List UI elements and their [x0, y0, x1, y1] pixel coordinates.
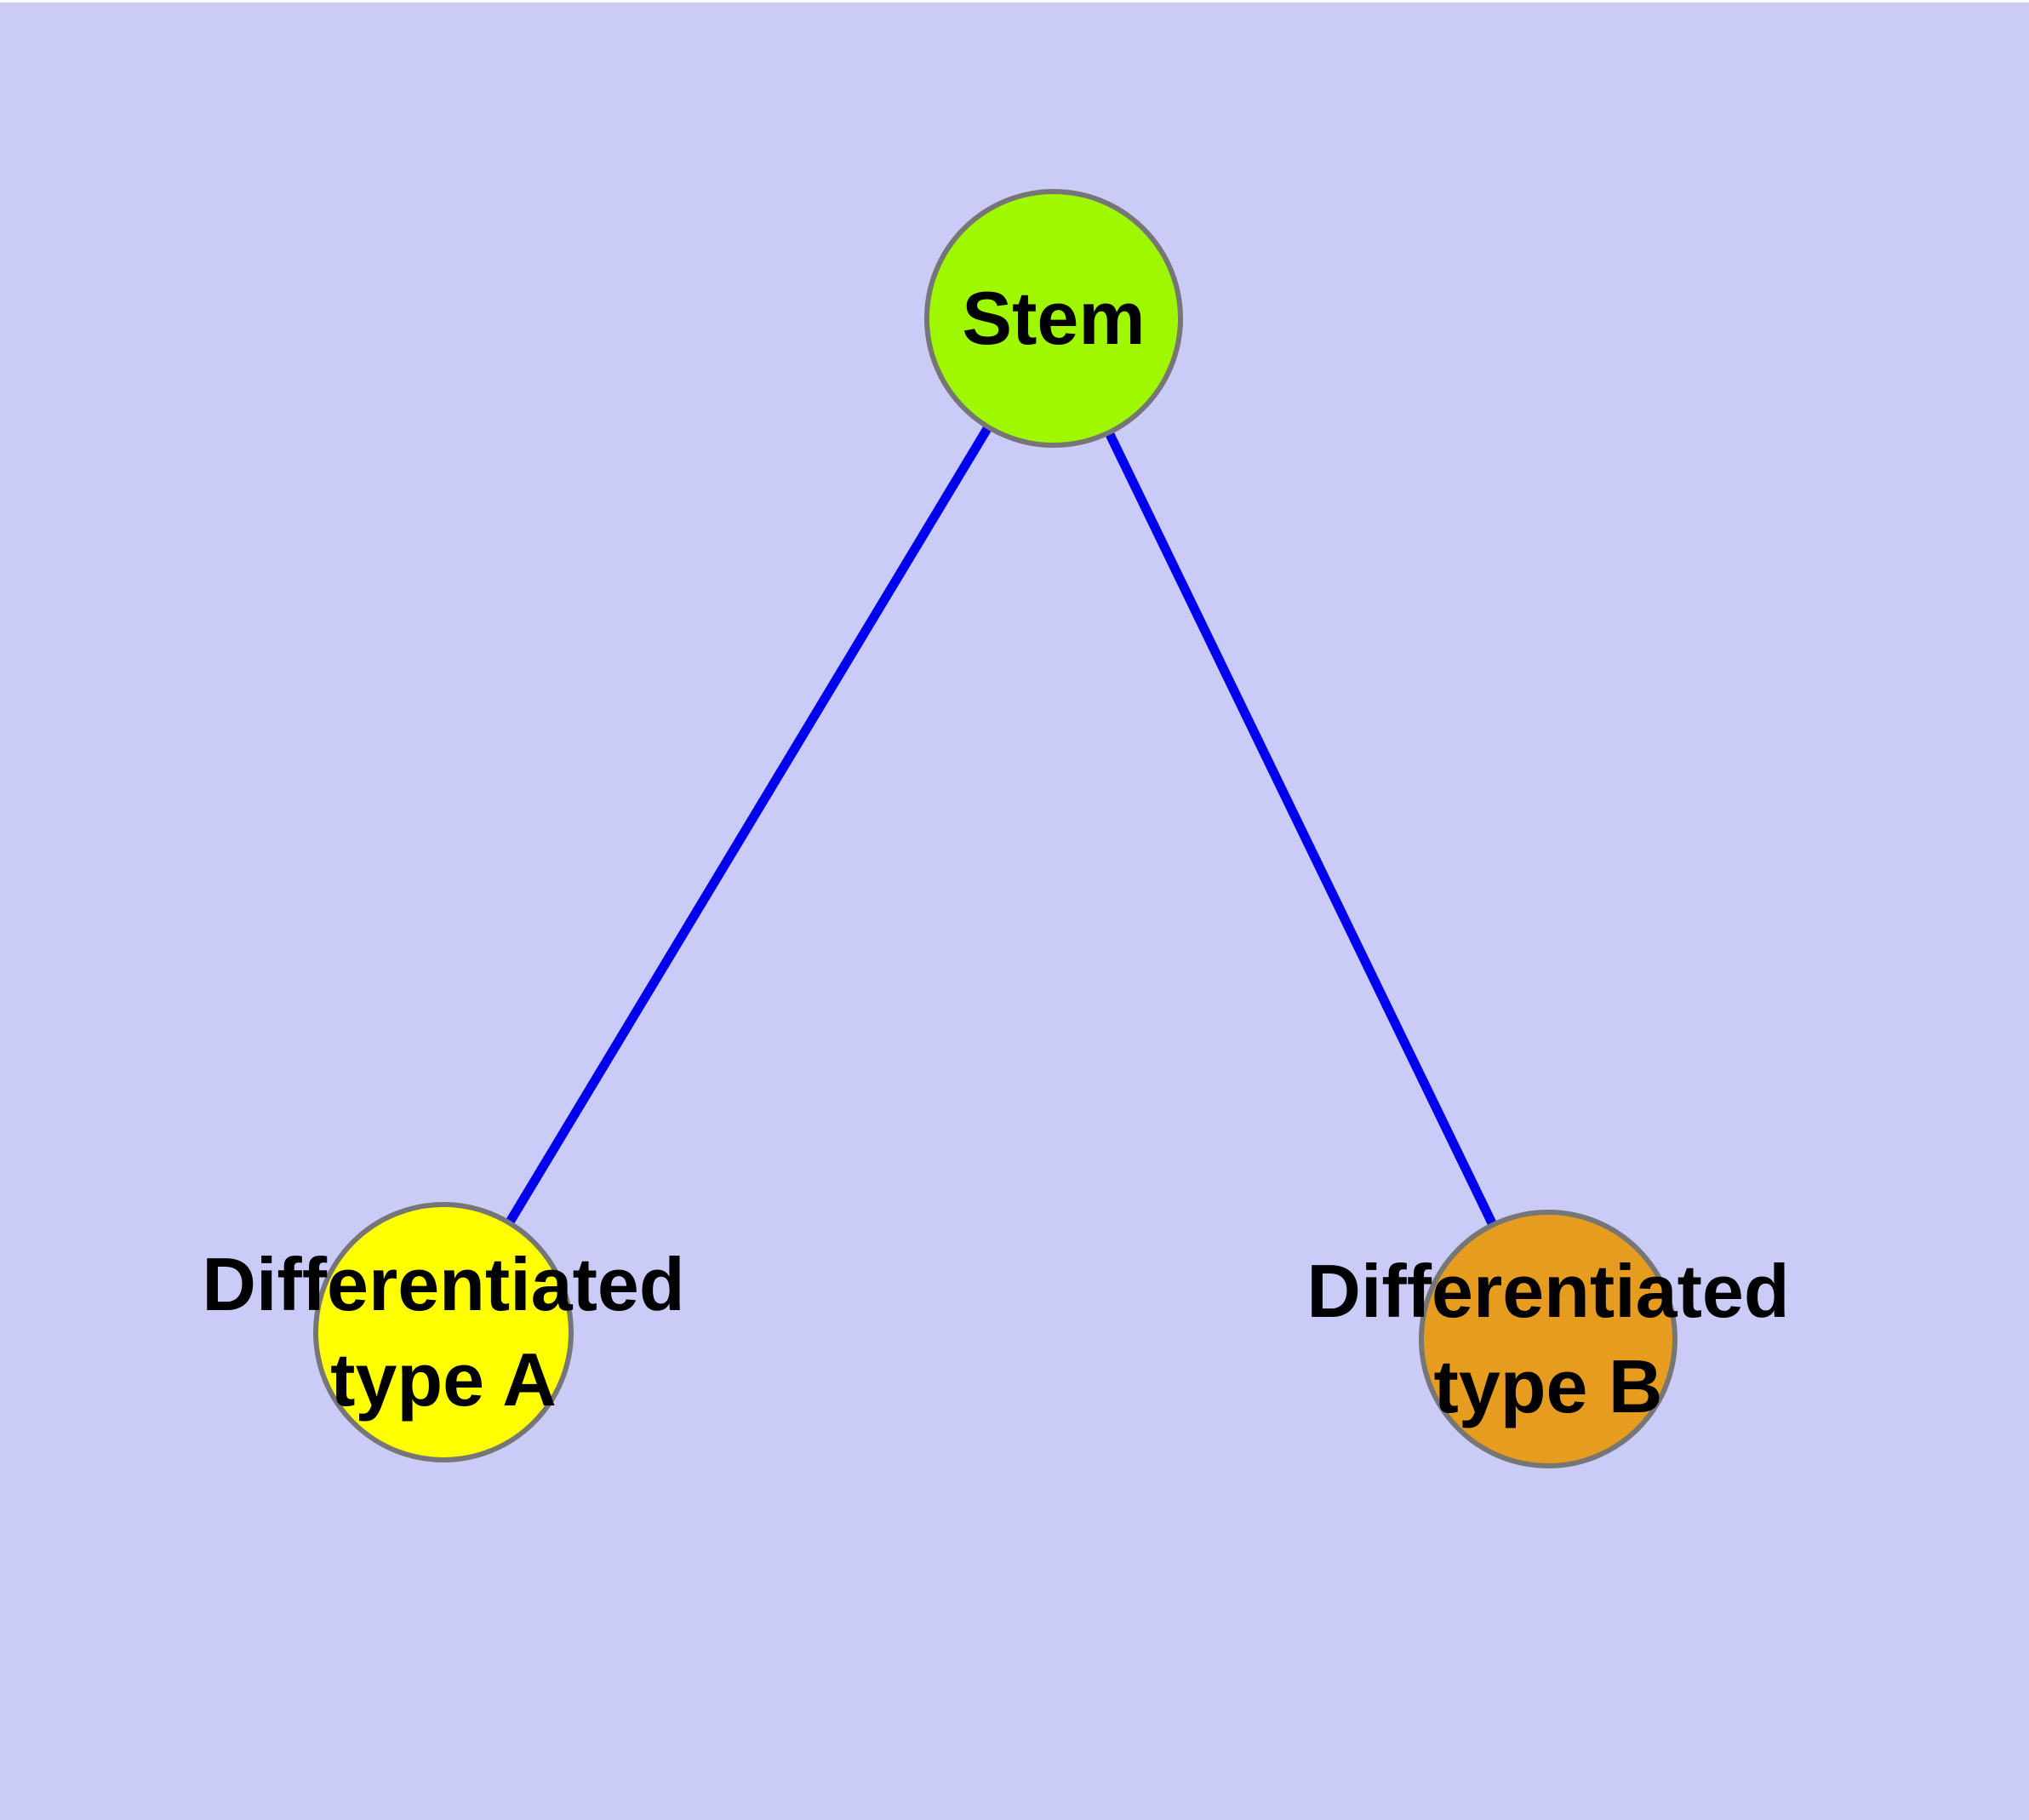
node-differentiated-type-b: [1419, 1210, 1677, 1468]
node-differentiated-type-a: [313, 1202, 574, 1462]
edge-stem-to-type-b: [1049, 316, 1552, 1342]
node-stem: [924, 189, 1183, 448]
window-top-edge: [0, 0, 2029, 3]
edge-stem-to-type-a: [439, 316, 1058, 1335]
